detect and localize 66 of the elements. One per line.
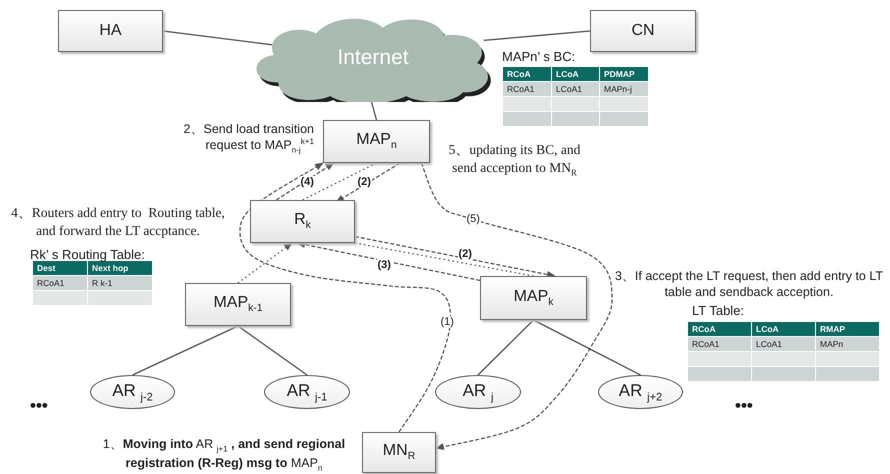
node-label: MAP$_{n}$ [356,131,397,152]
ellipsis: ••• [30,395,48,417]
connector-line [132,325,238,376]
connector-line [533,319,641,376]
connector-line [302,162,377,200]
table-title: MAPn’ s BC: [502,49,576,66]
edge-label: (5) [466,213,481,226]
edge-label: (4) [300,176,315,188]
arrow [238,242,293,284]
arrow [354,236,556,278]
node-box [480,276,587,320]
edge-label: (2) [458,248,473,260]
edge-label: (1) [440,316,455,328]
table-cell: LCoA1 [552,82,599,96]
table-cell: RCoA1 [688,337,751,351]
ellipsis: ••• [735,395,753,417]
table-cell: MAPn-j [600,82,648,96]
node-label: CN [631,22,655,40]
annotation-text: 1、Moving into AR $_{j+1}$ , and send regional registration (R-Reg) msg to MAP$_{n}$ [102,436,346,474]
connector-line [238,325,308,376]
connector-line [478,320,534,376]
node-label: Internet [337,46,409,70]
table-header: Dest [33,261,87,275]
table-header: LCoA [752,322,815,336]
node-box [362,432,436,473]
table-header: LCoA [552,67,599,81]
connector-line [484,30,590,42]
arrow [296,241,480,281]
node-box [58,10,163,52]
node-label: AR $_{j-2}$ [112,380,153,404]
arrow [420,162,613,450]
table-header: RCoA [688,322,751,336]
table-header: RCoA [503,67,551,81]
table-title: LT Table: [692,303,744,320]
arrow [335,162,400,203]
node-label: HA [99,22,122,40]
annotation-text: 5、updating its BC, and send acception to MN$_{R}$ [448,141,582,179]
arrow [276,162,334,200]
table-header: PDMAP [600,67,648,81]
node-box [323,120,430,163]
table-header: RMAP [816,322,879,336]
arrow [239,162,451,432]
node-label: MAP$_{k}$ [514,288,554,308]
table-cell: RCoA1 [33,276,87,290]
node-box [590,10,696,52]
edge-label: (3) [376,259,392,272]
table-header: Next hop [88,261,152,275]
node-label: AR $_{j}$ [462,380,494,404]
router-ellipse [435,375,521,409]
table-title: Rk’ s Routing Table: [30,247,145,264]
table-cell: R k-1 [88,276,152,290]
connector-line [162,30,272,46]
node-label: R$_{k}$ [294,211,311,232]
table-cell: LCoA1 [752,337,815,351]
table-cell: MAPn [816,337,879,351]
node-label: MN$_{R}$ [382,442,416,463]
edge-label: (2) [356,176,372,188]
node-box [185,283,291,326]
node-label: MAP$_{k-1}$ [213,294,263,315]
node-label: AR $_{j-1}$ [286,380,328,404]
annotation-text: 3、If accept the LT request, then add entry to LT table and sendback acception. [614,268,884,300]
annotation-text: 4、Routers add entry to Routing table, and forward the LT accptance. [10,204,226,240]
node-box [250,200,355,243]
connector-line [354,242,534,277]
node-label: AR $_{j+2}$ [618,380,662,404]
table-cell: RCoA1 [503,82,551,96]
